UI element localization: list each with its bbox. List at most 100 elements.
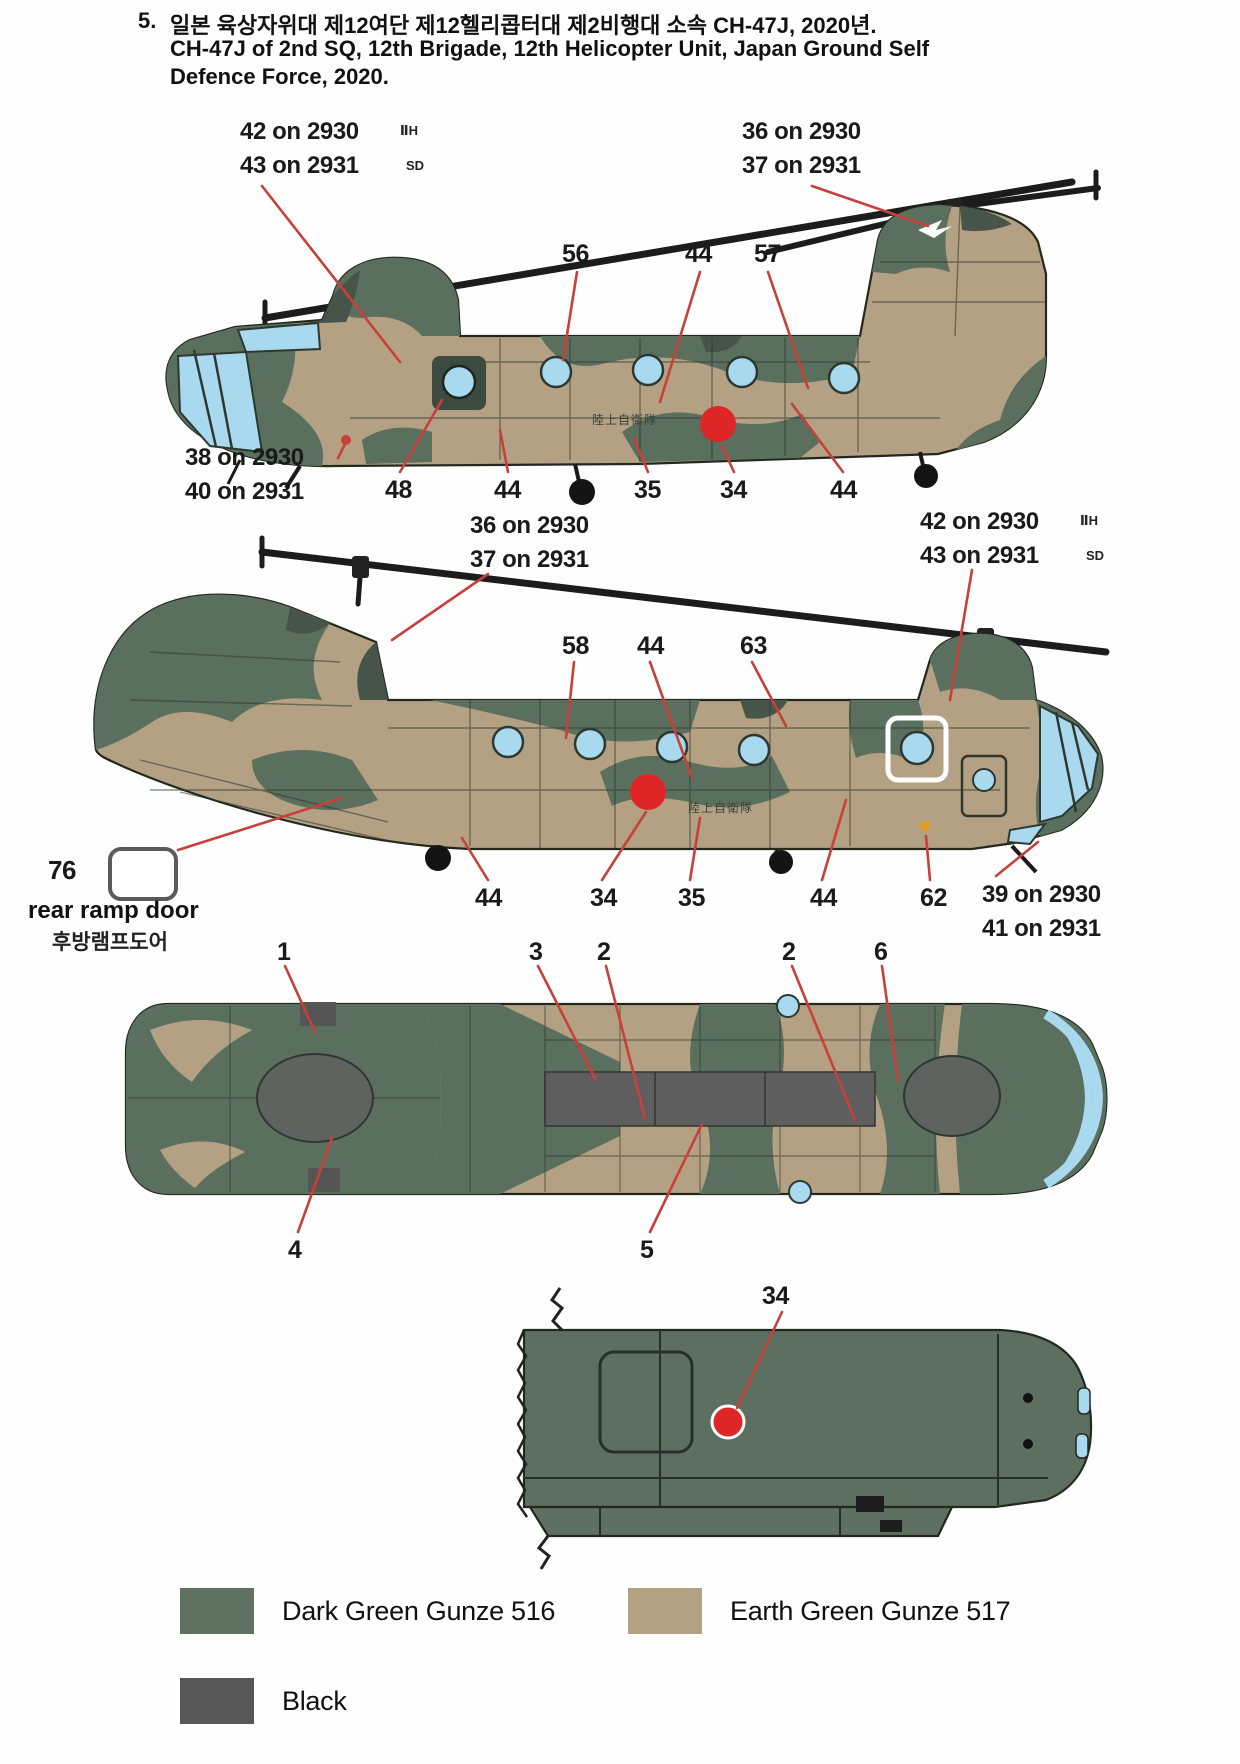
decal-tag-h: ⅡH (400, 123, 418, 138)
decal-callout-36-2930: 36 on 2930 (742, 118, 861, 145)
callout-44-a: 44 (685, 240, 713, 268)
unit-emblem-2 (372, 628, 404, 644)
side-view-1: 陸上自衛隊 (165, 169, 1101, 505)
cockpit-door-2 (960, 754, 1008, 818)
decal-callout-43-2931-v2: 43 on 2931 (920, 542, 1039, 569)
callout-48: 48 (385, 476, 413, 504)
title-korean: 일본 육상자위대 제12여단 제12헬리콥터대 제2비행대 소속 CH-47J,… (170, 13, 877, 38)
escape-hatch-window-2 (899, 730, 935, 766)
callout-57: 57 (754, 240, 782, 268)
legend-swatch-black (180, 1678, 254, 1724)
callout-4: 4 (288, 1236, 302, 1264)
callout-63: 63 (740, 632, 768, 660)
ramp-door-label-en: rear ramp door (28, 897, 199, 924)
title-english-line1: CH-47J of 2nd SQ, 12th Brigade, 12th Hel… (170, 36, 930, 61)
callout-2-b: 2 (782, 938, 796, 966)
dome-window-top (776, 994, 800, 1018)
callout-35: 35 (634, 476, 662, 504)
ramp-hinge-2 (880, 1520, 902, 1532)
panel-lines-1 (350, 205, 1046, 462)
rear-light-2 (1023, 1439, 1033, 1449)
top-view (124, 994, 1108, 1204)
rear-view-hull (522, 1328, 1093, 1509)
decal-tag-h-v2: ⅡH (1080, 513, 1098, 528)
unit-emblem-1 (918, 220, 952, 238)
decal-callout-41-2931: 41 on 2931 (982, 915, 1101, 942)
legend-label-earth-green: Earth Green Gunze 517 (730, 1596, 1011, 1626)
callout-34-v2: 34 (590, 884, 618, 912)
torn-edge-top (549, 1287, 565, 1332)
callout-3: 3 (529, 938, 543, 966)
decal-callout-39-2930: 39 on 2930 (982, 881, 1101, 908)
torn-edge-left (516, 1329, 529, 1518)
rear-glazing-2 (1075, 1433, 1089, 1459)
dome-window-bottom (788, 1180, 812, 1204)
fuselage-text-2: 陸上自衛隊 (688, 800, 753, 815)
torn-edge-bottom (536, 1535, 551, 1570)
decal-callout-42-2930-v2: 42 on 2930 (920, 508, 1039, 535)
decal-tag-sd: SD (406, 158, 425, 173)
cabin-windows-2 (491, 725, 771, 767)
roundel-1 (700, 406, 736, 442)
callout-5: 5 (640, 1236, 654, 1264)
ramp-door-swatch (108, 847, 178, 901)
legend-swatch-dark-green (180, 1588, 254, 1634)
rear-glazing-1 (1077, 1387, 1091, 1415)
walkway-strip-top (544, 1071, 876, 1127)
decal-callout-37-2931: 37 on 2931 (742, 152, 861, 179)
leader-lines (176, 184, 1040, 1410)
cockpit-door-window-2 (972, 768, 996, 792)
rear-view (516, 1287, 1093, 1570)
camo-tan-on-green-top (150, 1020, 252, 1188)
landing-gear-1 (226, 451, 938, 505)
landing-gear-2 (425, 844, 1038, 874)
callout-34-rear: 34 (762, 1282, 790, 1310)
rear-rotor-hub-top (256, 1053, 374, 1143)
callout-44-d: 44 (637, 632, 665, 660)
rear-ramp-strip (528, 1505, 954, 1538)
cockpit-glazing-2 (1006, 704, 1100, 846)
callout-58: 58 (562, 632, 590, 660)
callout-1: 1 (277, 938, 291, 966)
leader-dot (341, 435, 351, 445)
ramp-door-label-ko: 후방램프도어 (52, 930, 168, 954)
decal-callout-40-2931: 40 on 2931 (185, 478, 304, 505)
decal-callout-42-2930: 42 on 2930 (240, 118, 359, 145)
callout-35-v2: 35 (678, 884, 706, 912)
callout-6: 6 (874, 938, 888, 966)
legend-swatch-earth-green (628, 1588, 702, 1634)
rear-panel-lines (524, 1330, 1048, 1536)
decal-callout-36-2930-v2: 36 on 2930 (470, 512, 589, 539)
decal-tag-sd-v2: SD (1086, 548, 1105, 563)
fuselage-text-1: 陸上自衛隊 (592, 412, 657, 427)
roundel-2 (630, 774, 666, 810)
panel-lines-2 (129, 651, 1030, 848)
ramp-hinge-1 (856, 1496, 884, 1512)
nose-glazing-top-inner (1062, 1025, 1094, 1171)
cockpit-glazing-1 (176, 321, 322, 454)
callout-56: 56 (562, 240, 590, 268)
title-english-line2: Defence Force, 2020. (170, 64, 389, 89)
rear-hatch-outline (598, 1350, 694, 1454)
callout-44-f: 44 (810, 884, 838, 912)
decal-callout-38-2930: 38 on 2930 (185, 444, 304, 471)
decal-callout-37-2931-v2: 37 on 2931 (470, 546, 589, 573)
callout-44-e: 44 (475, 884, 503, 912)
rear-light-1 (1023, 1393, 1033, 1403)
decal-callout-43-2931: 43 on 2931 (240, 152, 359, 179)
callout-62: 62 (920, 884, 948, 912)
item-number: 5. (138, 8, 157, 33)
door-window-1 (441, 364, 477, 400)
beacon-light-2 (920, 821, 930, 831)
legend-label-dark-green: Dark Green Gunze 516 (282, 1596, 556, 1626)
callout-44-c: 44 (830, 476, 858, 504)
callout-34: 34 (720, 476, 748, 504)
legend-label-black: Black (282, 1686, 347, 1716)
cabin-windows-1 (539, 353, 861, 395)
callout-44-b: 44 (494, 476, 522, 504)
side-view-2: 陸上自衛隊 (93, 535, 1110, 874)
callout-76: 76 (48, 855, 77, 885)
roundel-rear (710, 1404, 746, 1440)
